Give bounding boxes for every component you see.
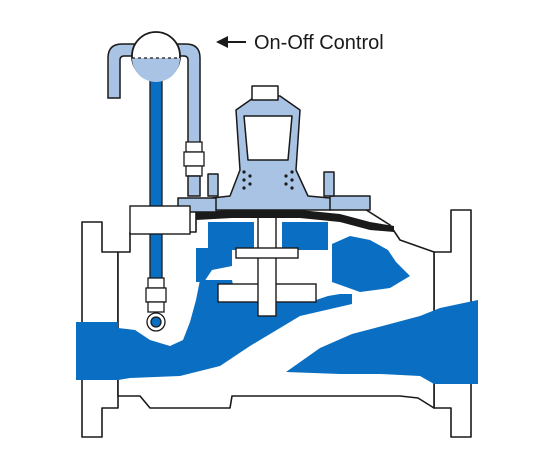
bolt-left <box>207 173 219 197</box>
control-chamber-water-right <box>282 222 328 250</box>
on-off-control-valve <box>131 31 181 283</box>
bonnet-flange-right <box>329 195 371 211</box>
water-regions <box>76 222 478 384</box>
blue-control-tube <box>149 75 163 283</box>
tube-fitting-lower <box>145 277 167 332</box>
on-off-control-label: On-Off Control <box>254 32 384 54</box>
diaphragm <box>196 210 394 232</box>
top-fitting <box>251 85 279 101</box>
control-valve-lower-fill <box>132 58 180 82</box>
chamber-water <box>196 248 232 282</box>
bonnet <box>177 85 371 213</box>
control-tube-lower <box>187 175 201 197</box>
body-side-block <box>129 205 191 235</box>
spring-coils <box>242 170 294 190</box>
disc-retainer <box>235 247 299 259</box>
on-off-control-annotation: On-Off Control <box>216 32 384 54</box>
tube-fitting-upper <box>183 141 205 177</box>
inlet-water <box>76 280 352 380</box>
spring-housing <box>243 115 293 161</box>
upper-chamber-water <box>332 236 410 292</box>
label-arrow-head <box>216 36 228 48</box>
bolt-right <box>323 171 335 197</box>
control-chamber-water-left <box>208 222 254 250</box>
outlet-water <box>286 300 478 384</box>
